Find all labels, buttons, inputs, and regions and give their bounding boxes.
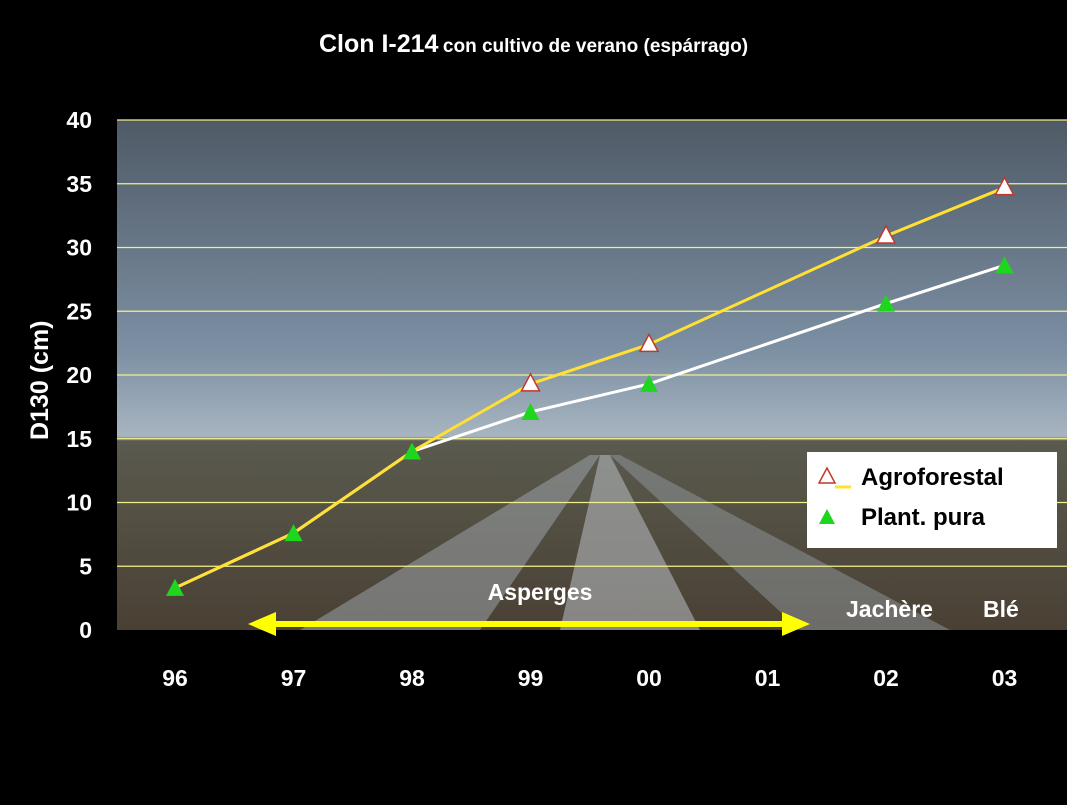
annotation-ble: Blé — [983, 596, 1019, 622]
x-tick-label: 98 — [399, 665, 425, 691]
data-point-agroforestal — [520, 372, 541, 392]
series-markers — [166, 175, 1015, 596]
filled-triangle-icon — [819, 509, 835, 524]
data-point-plant-pura — [166, 578, 184, 596]
annotation-asperges: Asperges — [488, 579, 593, 605]
legend-label-agroforestal: Agroforestal — [861, 464, 1004, 491]
y-tick-label: 15 — [66, 426, 92, 452]
data-point-plant-pura — [284, 524, 303, 542]
legend-label-plant-pura: Plant. pura — [861, 504, 986, 531]
y-tick-label: 10 — [66, 490, 92, 516]
x-tick-label: 02 — [873, 665, 899, 691]
chart-title-sub: con cultivo de verano (espárrago) — [442, 36, 749, 57]
x-tick-label: 03 — [992, 665, 1018, 691]
data-point-agroforestal — [994, 175, 1015, 196]
y-axis-label: D130 (cm) — [26, 321, 54, 441]
open-triangle-icon — [817, 466, 851, 489]
y-tick-label: 5 — [79, 553, 92, 579]
chart-title-main: Clon I-214 — [318, 30, 439, 58]
y-tick-label: 0 — [79, 617, 92, 643]
y-tick-label: 20 — [66, 362, 92, 388]
y-tick-label: 35 — [66, 171, 92, 197]
legend-item-plant-pura: Plant. pura — [817, 498, 1047, 538]
chart-title: Clon I-214 con cultivo de verano (espárr… — [0, 30, 1067, 59]
data-point-agroforestal — [875, 224, 897, 244]
x-tick-label: 00 — [636, 665, 662, 691]
data-point-agroforestal — [638, 332, 660, 353]
data-point-plant-pura — [521, 402, 540, 420]
x-axis-ticks: 96 97 98 99 00 01 02 03 — [162, 665, 1017, 691]
data-point-plant-pura — [877, 294, 895, 312]
data-point-plant-pura — [403, 442, 421, 460]
data-point-plant-pura — [995, 256, 1014, 274]
asperges-arrow — [248, 612, 810, 636]
x-tick-label: 01 — [755, 665, 781, 691]
x-tick-label: 96 — [162, 665, 188, 691]
x-tick-label: 99 — [518, 665, 544, 691]
legend-item-agroforestal: Agroforestal — [817, 458, 1047, 498]
y-axis-ticks: 0 5 10 15 20 25 30 35 40 — [66, 107, 92, 643]
x-tick-label: 97 — [281, 665, 307, 691]
y-tick-label: 25 — [66, 298, 92, 324]
annotation-jachere: Jachère — [846, 596, 933, 622]
y-tick-label: 40 — [66, 107, 92, 133]
data-point-plant-pura — [640, 374, 658, 392]
y-tick-label: 30 — [66, 235, 92, 261]
legend: Agroforestal Plant. pura — [807, 452, 1057, 548]
